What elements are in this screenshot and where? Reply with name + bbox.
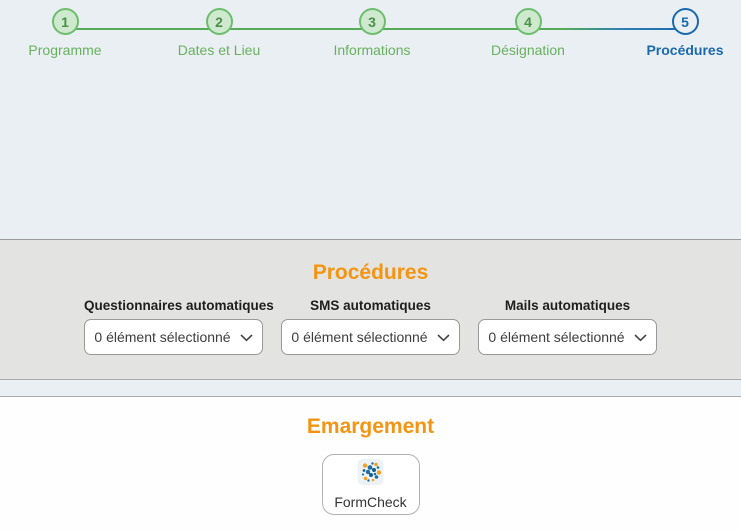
wizard-header: 1 Programme 2 Dates et Lieu 3 Informatio… bbox=[0, 0, 741, 239]
step-label: Informations bbox=[333, 42, 411, 58]
step-label: Procédures bbox=[646, 42, 724, 58]
step-circle: 4 bbox=[514, 8, 542, 35]
field-mails-automatiques: Mails automatiques 0 élément sélectionné bbox=[478, 298, 657, 355]
step-label: Programme bbox=[28, 42, 102, 58]
step-dates-et-lieu[interactable]: 2 Dates et Lieu bbox=[149, 8, 289, 58]
step-label: Dates et Lieu bbox=[177, 42, 261, 58]
emargement-section: Emargement bbox=[0, 397, 741, 530]
step-procedures[interactable]: 5 Procédures bbox=[615, 8, 741, 58]
dropdown-value: 0 élément sélectionné bbox=[94, 329, 231, 345]
field-sms-automatiques: SMS automatiques 0 élément sélectionné bbox=[281, 298, 460, 355]
field-label: Questionnaires automatiques bbox=[84, 298, 274, 313]
procedures-section: Procédures Questionnaires automatiques 0… bbox=[0, 239, 741, 380]
mails-automatiques-select[interactable]: 0 élément sélectionné bbox=[478, 319, 657, 355]
procedures-fields: Questionnaires automatiques 0 élément sé… bbox=[0, 298, 741, 355]
formcheck-label: FormCheck bbox=[334, 494, 407, 510]
step-circle: 5 bbox=[671, 8, 699, 35]
step-programme[interactable]: 1 Programme bbox=[0, 8, 135, 58]
sms-automatiques-select[interactable]: 0 élément sélectionné bbox=[281, 319, 460, 355]
chevron-down-icon bbox=[240, 334, 253, 342]
step-informations[interactable]: 3 Informations bbox=[302, 8, 442, 58]
dropdown-value: 0 élément sélectionné bbox=[291, 329, 428, 345]
section-divider bbox=[0, 380, 741, 397]
dropdown-value: 0 élément sélectionné bbox=[488, 329, 625, 345]
wizard-stepper: 1 Programme 2 Dates et Lieu 3 Informatio… bbox=[0, 8, 741, 78]
step-connector-1-2 bbox=[65, 28, 219, 30]
field-label: Mails automatiques bbox=[504, 298, 631, 313]
field-label: SMS automatiques bbox=[310, 298, 431, 313]
formcheck-logo-icon bbox=[357, 459, 384, 490]
step-circle: 3 bbox=[358, 8, 386, 35]
step-circle: 1 bbox=[51, 8, 79, 35]
chevron-down-icon bbox=[437, 334, 450, 342]
step-designation[interactable]: 4 Désignation bbox=[458, 8, 598, 58]
chevron-down-icon bbox=[634, 334, 647, 342]
formcheck-button[interactable]: FormCheck bbox=[321, 454, 420, 515]
step-label: Désignation bbox=[491, 42, 565, 58]
emargement-title: Emargement bbox=[306, 415, 435, 438]
step-connector-2-3 bbox=[219, 28, 372, 30]
procedures-title: Procédures bbox=[312, 261, 429, 284]
field-questionnaires-automatiques: Questionnaires automatiques 0 élément sé… bbox=[84, 298, 274, 355]
questionnaires-automatiques-select[interactable]: 0 élément sélectionné bbox=[84, 319, 263, 355]
step-connector-3-4 bbox=[372, 28, 528, 30]
step-circle: 2 bbox=[205, 8, 233, 35]
step-connector-4-5 bbox=[528, 28, 685, 30]
